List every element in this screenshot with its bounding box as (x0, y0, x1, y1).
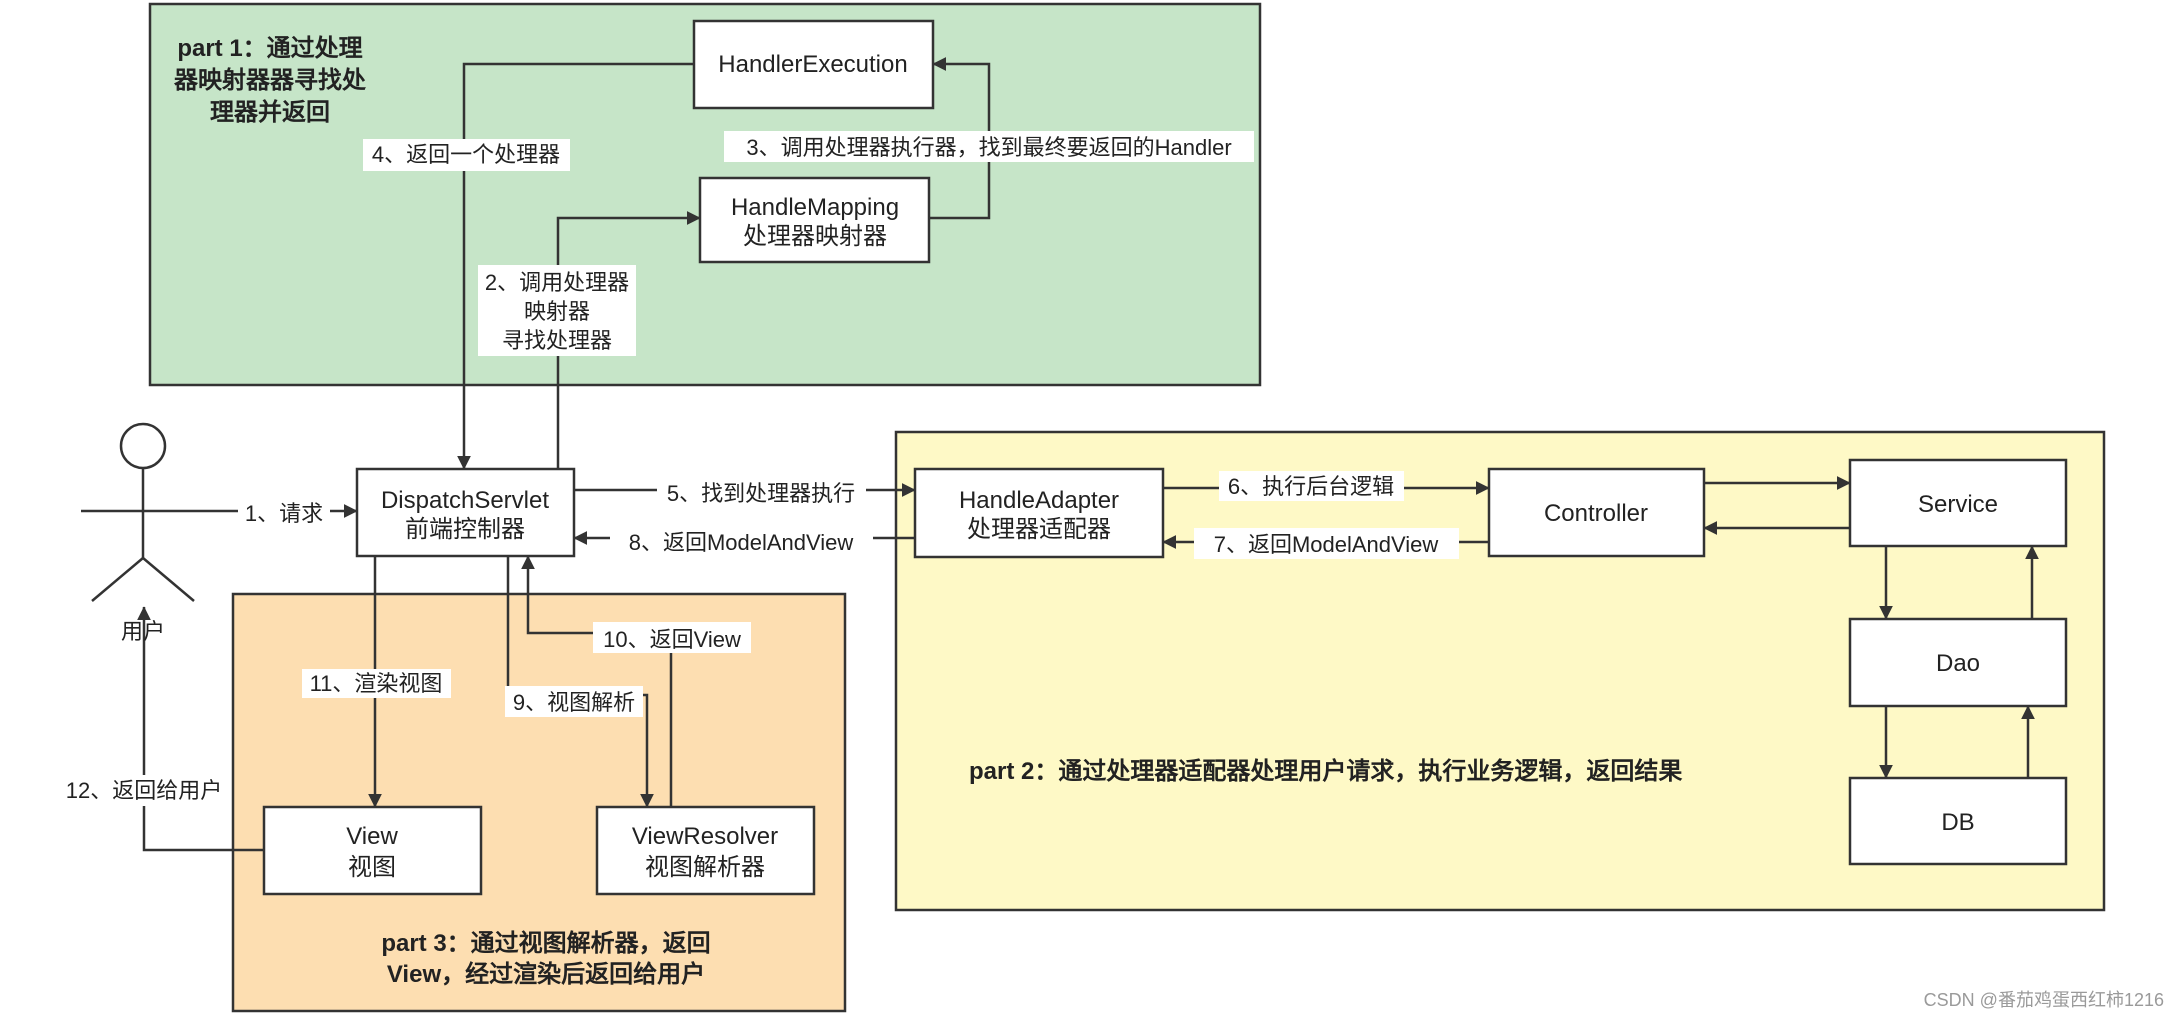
edge-label-text: 7、返回ModelAndView (1214, 532, 1439, 557)
node-dispatch-servlet-box (355, 467, 576, 558)
node-handle-mapping-label: HandleMapping (731, 194, 899, 221)
part2-title: part 2：通过处理器适配器处理用户请求，执行业务逻辑，返回结果 (969, 757, 1682, 785)
edge-label-text: 11、渲染视图 (310, 671, 443, 696)
edge-label-text: 1、请求 (245, 501, 323, 526)
node-handle-adapter-box (913, 467, 1165, 559)
edge-label-text: 6、执行后台逻辑 (1228, 474, 1394, 499)
node-controller-label: Controller (1544, 500, 1648, 527)
edge-label-return-view: 10、返回View (593, 622, 751, 653)
node-dao-box (1848, 617, 2068, 708)
edge-label-bg (593, 622, 751, 653)
part3-title-line: part 3：通过视图解析器，返回 (381, 929, 710, 957)
arrow-call-mapping (556, 211, 701, 469)
edge-label-bg (238, 499, 330, 529)
edge-label-text: 8、返回ModelAndView (629, 530, 854, 555)
edge-label-text: 9、视图解析 (513, 690, 635, 715)
user-head (119, 422, 167, 470)
node-handle-mapping-sublabel: 处理器映射器 (743, 223, 887, 250)
node-dispatch-servlet-label: DispatchServlet (381, 487, 549, 514)
node-handler-execution-label: HandlerExecution (718, 51, 907, 78)
edge-label-bg (60, 775, 229, 806)
edge-label-bg (478, 265, 636, 356)
node-controller: Controller (1487, 467, 1706, 558)
part1-title-line: 理器并返回 (210, 98, 330, 126)
node-view-resolver-label: ViewResolver (632, 823, 778, 850)
stick-figure-icon (81, 422, 208, 602)
part1-title-line: 器映射器器寻找处 (173, 67, 366, 94)
edge-label-bg (1219, 471, 1404, 501)
edge-label-call-mapping: 2、调用处理器 映射器 寻找处理器 (478, 265, 636, 356)
edge-label-bg (610, 525, 873, 557)
node-handle-adapter-label: HandleAdapter (959, 487, 1119, 514)
edge-label-bg (363, 139, 570, 171)
node-db: DB (1848, 776, 2068, 866)
arrow-return-user (137, 606, 264, 852)
edge-label-text: 映射器 (524, 299, 590, 324)
node-view-resolver-sublabel: 视图解析器 (645, 854, 765, 881)
edge-label-find-execute: 5、找到处理器执行 (657, 478, 866, 507)
node-handle-adapter: HandleAdapter 处理器适配器 (913, 467, 1165, 559)
arrow-return-handler (457, 62, 694, 470)
node-handler-execution: HandlerExecution (692, 19, 935, 110)
node-view-box (262, 805, 483, 896)
part1-title-line: part 1：通过处理 (177, 35, 362, 62)
edge-label-execute-logic: 6、执行后台逻辑 (1219, 471, 1404, 501)
node-dispatch-servlet: DispatchServlet 前端控制器 (355, 467, 576, 558)
node-db-box (1848, 776, 2068, 866)
node-service: Service (1848, 458, 2068, 548)
node-service-label: Service (1918, 491, 1998, 518)
part1-title: part 1：通过处理 器映射器器寻找处 理器并返回 (173, 35, 366, 126)
node-dao-label: Dao (1936, 650, 1980, 677)
edge-label-request: 1、请求 (238, 499, 330, 529)
edge-label-call-execution: 3、调用处理器执行器，找到最终要返回的Handler (724, 131, 1254, 162)
user-label: 用户 (121, 619, 165, 644)
edge-label-return-handler: 4、返回一个处理器 (363, 139, 570, 171)
edge-label-text: 5、找到处理器执行 (667, 481, 855, 506)
node-handle-adapter-sublabel: 处理器适配器 (967, 516, 1111, 543)
edge-label-text: 寻找处理器 (502, 328, 612, 353)
watermark: CSDN @番茄鸡蛋西红柿1216 (1924, 990, 2164, 1010)
part3-title-line: View，经过渲染后返回给用户 (387, 960, 705, 988)
part3-region (231, 592, 847, 1013)
node-handle-mapping-box (698, 176, 931, 264)
user-right-leg (142, 557, 195, 602)
edge-label-bg (724, 131, 1254, 162)
edge-label-bg (657, 478, 866, 507)
edge-label-bg (1194, 528, 1459, 559)
node-dispatch-servlet-sublabel: 前端控制器 (405, 516, 525, 543)
edge-label-return-user: 12、返回给用户 (60, 775, 229, 806)
edge-label-bg (505, 686, 643, 717)
node-db-label: DB (1941, 809, 1974, 836)
edge-label-text: 10、返回View (603, 627, 741, 652)
edge-label-view-resolve: 9、视图解析 (505, 686, 643, 717)
edge-label-return-mav-to-servlet: 8、返回ModelAndView (610, 525, 873, 557)
node-handle-mapping: HandleMapping 处理器映射器 (698, 176, 931, 264)
node-view-label: View (346, 823, 398, 850)
edge-label-render-view: 11、渲染视图 (302, 669, 451, 698)
user-left-leg (91, 557, 144, 602)
node-view-resolver: ViewResolver 视图解析器 (595, 805, 816, 896)
edge-label-text: 12、返回给用户 (66, 778, 222, 803)
node-view-sublabel: 视图 (348, 854, 396, 881)
edge-label-bg (302, 669, 451, 698)
node-service-box (1848, 458, 2068, 548)
edge-label-text: 2、调用处理器 (485, 270, 629, 295)
node-view: View 视图 (262, 805, 483, 896)
edge-label-return-mav-to-adapter: 7、返回ModelAndView (1194, 528, 1459, 559)
node-controller-box (1487, 467, 1706, 558)
node-view-resolver-box (595, 805, 816, 896)
part3-title: part 3：通过视图解析器，返回 View，经过渲染后返回给用户 (381, 929, 710, 988)
edge-label-text: 4、返回一个处理器 (372, 142, 560, 167)
node-dao: Dao (1848, 617, 2068, 708)
edge-label-text: 3、调用处理器执行器，找到最终要返回的Handler (746, 135, 1231, 160)
